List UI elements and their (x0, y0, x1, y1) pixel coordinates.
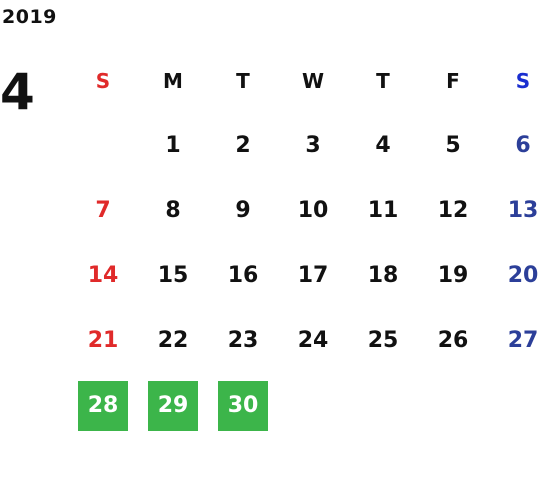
month-number: 4 (0, 63, 35, 121)
day-cell-empty (488, 373, 548, 438)
day-cell[interactable]: 19 (437, 263, 469, 288)
day-cell[interactable]: 4 (375, 133, 391, 158)
weekday-header-mon: M (163, 68, 183, 93)
day-cell[interactable]: 24 (297, 328, 329, 353)
day-cell[interactable]: 23 (227, 328, 259, 353)
weekday-header-thu: T (376, 68, 390, 93)
day-cell-empty (278, 373, 348, 438)
highlighted-day-box: 30 (218, 380, 268, 431)
day-cell[interactable]: 15 (157, 263, 189, 288)
day-cell-saturday[interactable]: 20 (507, 263, 539, 288)
day-cell-empty (348, 373, 418, 438)
day-cell-sunday[interactable]: 14 (87, 263, 119, 288)
day-cell-saturday[interactable]: 27 (507, 328, 539, 353)
day-cell[interactable]: 17 (297, 263, 329, 288)
day-cell[interactable]: 9 (235, 198, 251, 223)
day-cell-highlighted[interactable]: 29 (138, 373, 208, 438)
weekday-header-sun: S (95, 68, 111, 93)
day-cell-saturday[interactable]: 6 (515, 133, 531, 158)
day-cell[interactable]: 16 (227, 263, 259, 288)
weekday-header-wed: W (301, 68, 325, 93)
day-cell-highlighted[interactable]: 28 (68, 373, 138, 438)
day-cell[interactable]: 10 (297, 198, 329, 223)
day-cell[interactable]: 22 (157, 328, 189, 353)
day-cell-sunday[interactable]: 7 (95, 198, 111, 223)
day-cell[interactable]: 18 (367, 263, 399, 288)
day-cell-saturday[interactable]: 13 (507, 198, 539, 223)
day-cell[interactable]: 5 (445, 133, 461, 158)
day-cell[interactable]: 8 (165, 198, 181, 223)
day-cell[interactable]: 2 (235, 133, 251, 158)
day-cell[interactable]: 3 (305, 133, 321, 158)
highlighted-day-box: 29 (148, 380, 198, 431)
day-cell-highlighted[interactable]: 30 (208, 373, 278, 438)
day-cell[interactable]: 25 (367, 328, 399, 353)
weekday-header-tue: T (236, 68, 250, 93)
day-cell-sunday[interactable]: 21 (87, 328, 119, 353)
weekday-header-sat: S (515, 68, 531, 93)
day-cell-empty (68, 113, 138, 178)
highlighted-day-box: 28 (78, 380, 128, 431)
day-cell[interactable]: 12 (437, 198, 469, 223)
day-cell[interactable]: 11 (367, 198, 399, 223)
day-cell[interactable]: 1 (165, 133, 181, 158)
weekday-header-fri: F (446, 68, 460, 93)
calendar-grid: S M T W T F S 1 2 3 4 5 6 7 8 9 10 11 12… (68, 48, 548, 438)
year-label: 2019 (2, 6, 57, 28)
day-cell[interactable]: 26 (437, 328, 469, 353)
day-cell-empty (418, 373, 488, 438)
